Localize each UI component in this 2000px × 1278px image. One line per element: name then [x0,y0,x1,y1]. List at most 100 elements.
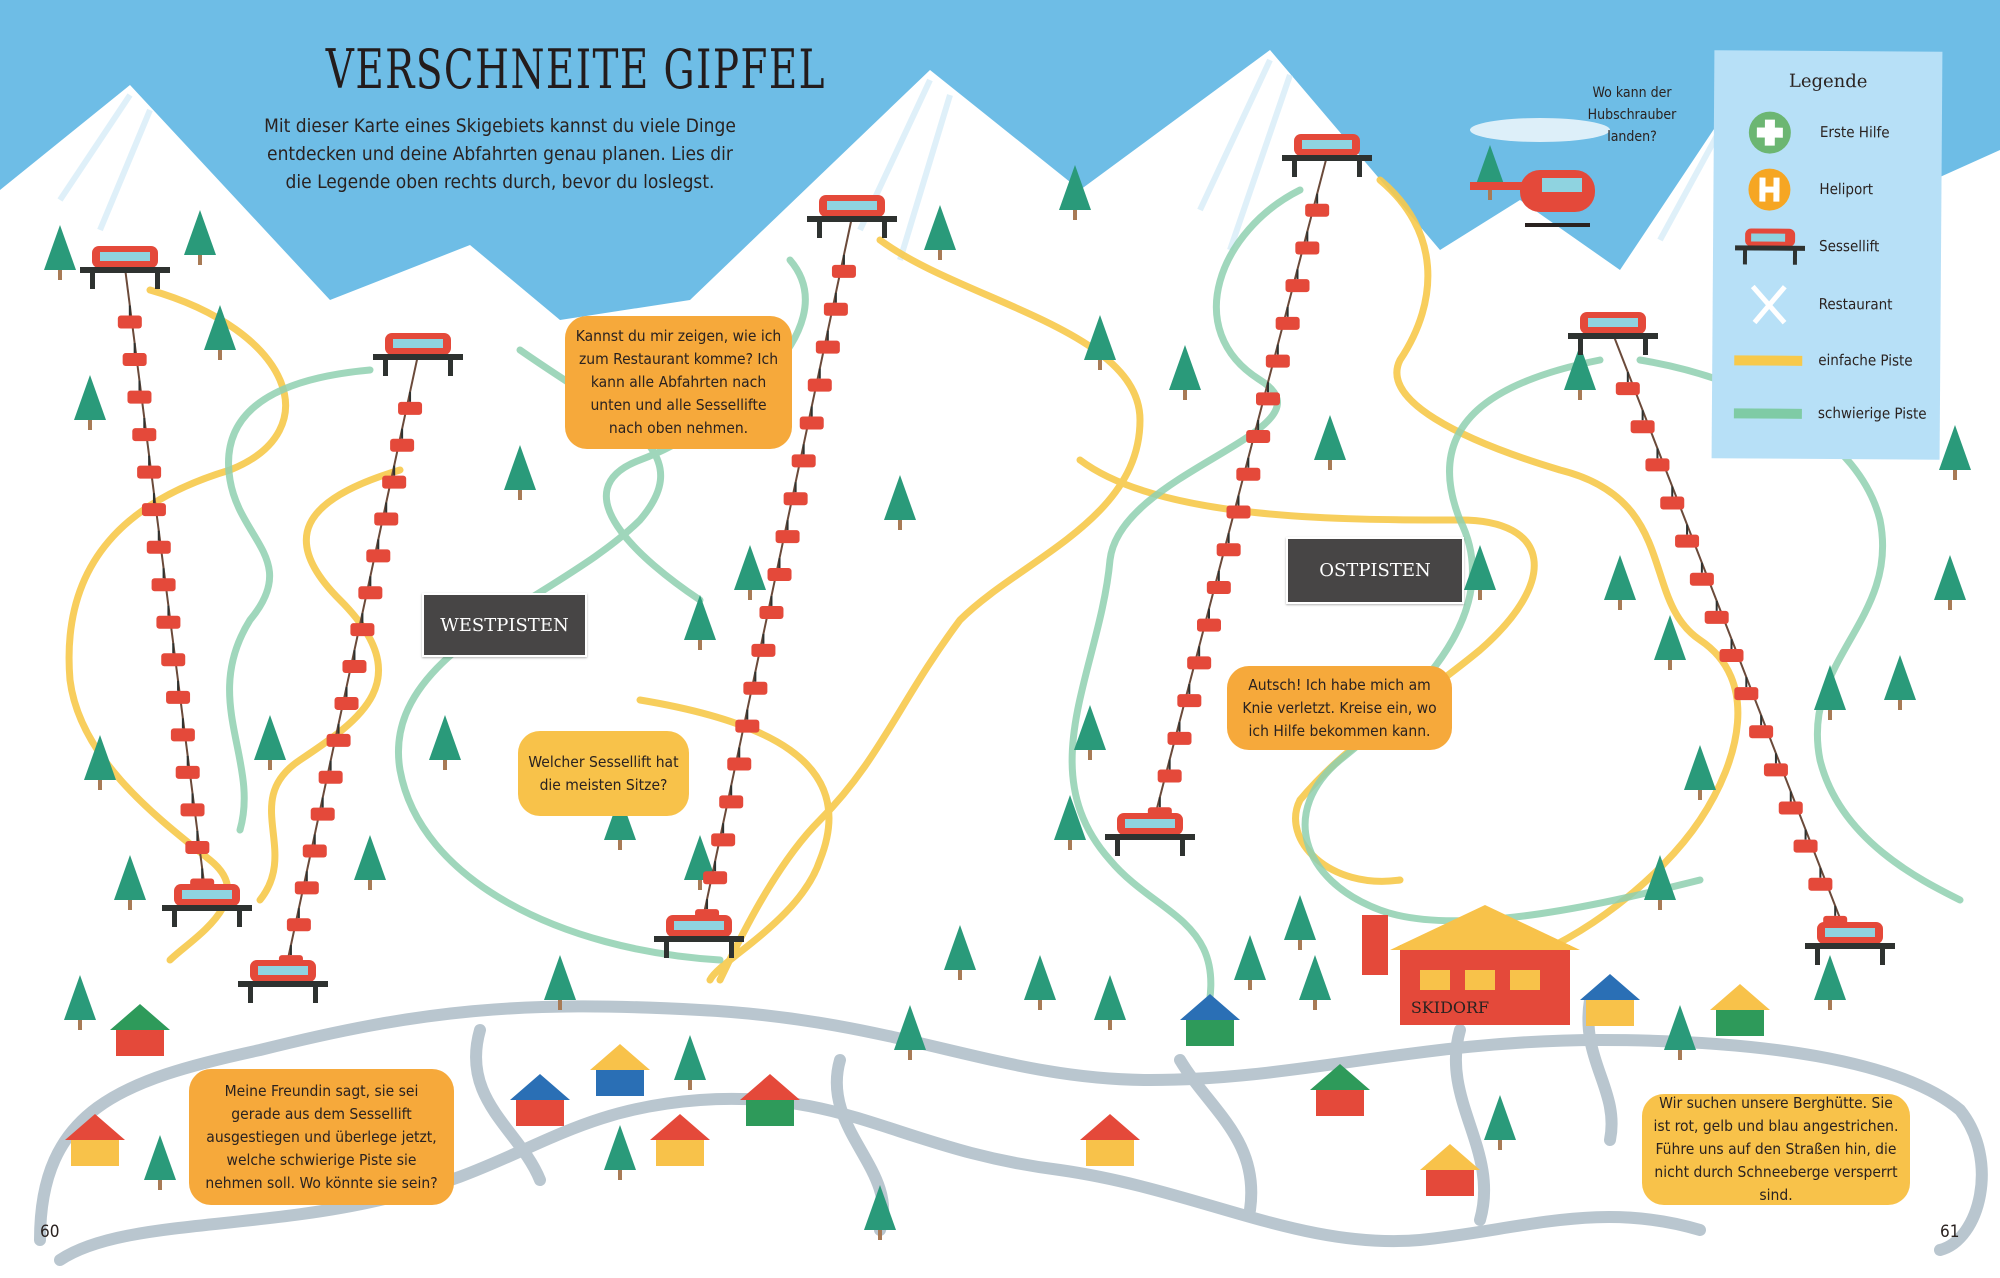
restaurant-building [1362,905,1580,1025]
gondola [1645,448,1670,472]
lift-station [238,960,328,1003]
pine-tree [1884,655,1916,710]
gondola [807,368,832,392]
legend-item-restaurant: Restaurant [1713,284,1941,326]
chairlift [80,246,252,927]
gondola [1719,639,1744,662]
pine-tree [254,715,286,770]
pine-tree [1664,1005,1696,1060]
restaurant-icon [1733,284,1805,325]
gondola [1167,721,1192,745]
houses [65,974,1770,1196]
chairlift [1105,134,1372,856]
lift-station [373,333,463,376]
gondola [382,465,407,489]
gondola [1808,867,1833,891]
gondola [799,406,824,430]
gondola [390,428,415,452]
gondola [302,834,327,858]
speech-bubble-seats: Welcher Sessellift hat die meisten Sitze… [518,731,689,816]
pine-tree [684,835,716,890]
chairlift [1568,312,1895,965]
pine-tree [604,795,636,850]
pine-tree [604,1125,636,1180]
legend-item-chairlift: Sessellift [1713,226,1941,268]
gondola [342,650,367,674]
gondola [775,520,800,544]
gondola [117,305,142,329]
chairlift [238,333,463,1003]
gondola [1689,562,1714,586]
gondola [132,418,157,442]
helicopter [1470,118,1610,227]
gondola [294,871,319,895]
pine-tree [1814,955,1846,1010]
gondola [1187,646,1212,670]
pine-tree [1814,665,1846,720]
legend-label: schwierige Piste [1817,403,1927,423]
pine-tree [184,210,216,265]
pine-tree [1284,895,1316,950]
house [1710,984,1770,1036]
house [650,1114,710,1166]
gondola [122,343,147,367]
speech-bubble-friend: Meine Freundin sagt, sie sei gerade aus … [189,1069,454,1205]
house [1580,974,1640,1026]
pine-tree [1299,955,1331,1010]
pine-tree [429,715,461,770]
gondola [759,595,784,619]
gondola [791,444,816,468]
pine-tree [864,1185,896,1240]
pine-tree [144,1135,176,1190]
westpisten-sign: WESTPISTEN [422,593,587,657]
lift-station [162,884,252,927]
gondola [727,747,752,771]
gondola [831,254,856,278]
pine-tree [64,975,96,1030]
gondola [350,613,375,637]
gondola [1256,382,1280,406]
gondola [1793,829,1818,853]
pine-tree [1644,855,1676,910]
gondola [1630,410,1655,434]
gondola [166,680,191,704]
intro-text: Mit dieser Karte eines Skigebiets kannst… [264,115,736,193]
gondola [1778,791,1803,815]
legend-item-first-aid: Erste Hilfe [1714,111,1942,154]
house [110,1004,170,1056]
easy-piste-line [1732,340,1804,381]
lift-station [1105,813,1195,856]
trees [44,145,1971,1240]
gondola [170,718,195,742]
pine-tree [1684,745,1716,800]
house [590,1044,650,1096]
legend-item-difficult-piste: schwierige Piste [1712,393,1940,435]
mountain-shading [57,58,1723,261]
gondola [1265,344,1290,368]
ostpisten-sign: OSTPISTEN [1286,537,1464,604]
gondola [743,671,768,695]
page-number-left: 60 [40,1222,60,1242]
skidorf-label: SKIDORF [1410,998,1490,1017]
chairlift-icon [1733,226,1806,267]
pine-tree [354,835,386,890]
lift-station [80,246,170,289]
mountains [0,50,2000,420]
legend-label: Restaurant [1818,294,1893,314]
gondola [326,723,351,747]
house [510,1074,570,1126]
gondola [1660,486,1685,510]
pine-tree [924,205,956,260]
gondola [1197,608,1221,632]
pine-tree [44,225,76,280]
pine-tree [884,475,916,530]
pine-tree [674,1035,706,1090]
legend-panel: Legende Erste Hilfe Heliport Sessellift … [1711,50,1943,460]
gondola [1295,231,1320,255]
gondola [1246,420,1271,444]
pine-tree [114,855,146,910]
pine-tree [1084,315,1116,370]
gondola [151,568,176,592]
gondola [374,502,399,526]
